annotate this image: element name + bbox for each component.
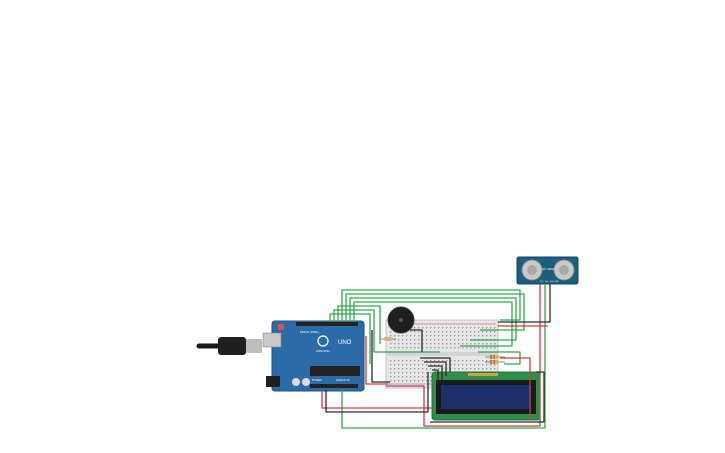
piezo-buzzer[interactable] <box>387 306 415 334</box>
lcd-pin-header <box>468 373 498 376</box>
black-wire <box>430 371 545 423</box>
red-wire <box>365 336 388 385</box>
green-wire <box>341 284 546 429</box>
red-wire <box>321 390 432 409</box>
black-wire <box>428 365 443 380</box>
green-wire <box>341 289 521 322</box>
black-wire <box>371 330 390 383</box>
lcd-screen <box>441 385 531 409</box>
power-analog-header <box>310 384 358 388</box>
resistor[interactable] <box>485 355 505 359</box>
analog-header-label: ANALOG IN <box>336 379 350 382</box>
red-wire <box>500 357 531 420</box>
power-header-label: POWER <box>312 379 322 382</box>
black-wire <box>410 329 423 352</box>
sensor-model-label: HC-SR04 <box>542 267 555 271</box>
capacitor <box>302 378 310 386</box>
green-wire <box>353 301 513 347</box>
green-wire <box>329 313 371 364</box>
pin-label: Echo <box>550 281 554 283</box>
microcontroller-chip <box>310 366 360 376</box>
black-wire <box>498 284 551 323</box>
arduino-logo-icon <box>317 335 329 347</box>
ultrasonic-sensor[interactable]: HC-SR04 VCC Trig Echo GND <box>516 256 579 285</box>
resistor[interactable] <box>485 360 505 364</box>
red-wire <box>386 284 541 427</box>
arduino-board[interactable]: UNO ARDUINO DIGITAL (PWM~) ANALOG IN POW… <box>262 320 365 392</box>
black-wire <box>424 361 447 376</box>
pin-label: VCC <box>540 281 544 283</box>
resistor[interactable] <box>380 337 396 341</box>
capacitor <box>292 378 300 386</box>
wires <box>321 284 551 429</box>
black-wire <box>325 372 429 413</box>
power-jack <box>266 376 280 387</box>
black-wire <box>420 357 451 372</box>
pin-label: GND <box>555 281 559 283</box>
reset-button[interactable] <box>278 324 284 330</box>
digital-header <box>296 322 358 326</box>
brand-label: ARDUINO <box>316 349 331 353</box>
lcd-display[interactable] <box>431 371 541 421</box>
usb-port <box>262 332 282 348</box>
board-label: UNO <box>338 340 352 346</box>
digital-header-label: DIGITAL (PWM~) <box>300 331 320 334</box>
pin-label: Trig <box>545 281 548 283</box>
usb-cable[interactable] <box>196 337 262 355</box>
green-wire <box>345 293 525 331</box>
black-wire <box>432 369 439 384</box>
